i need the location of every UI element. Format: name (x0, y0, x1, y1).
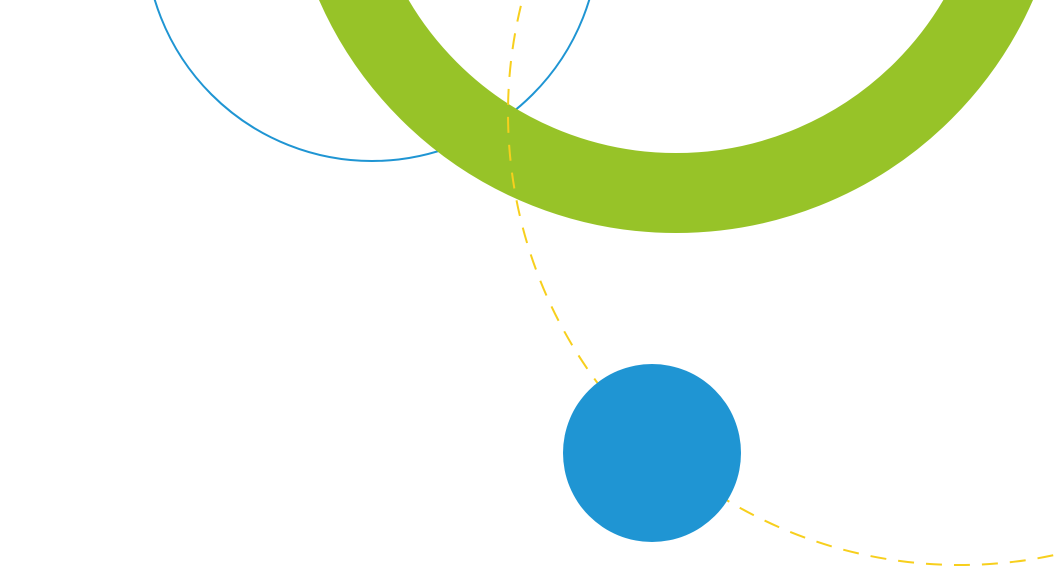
filled-blue-circle (563, 364, 741, 542)
dashed-arc (507, 0, 1060, 566)
green-ring (319, 0, 1033, 233)
outline-circle (153, 0, 591, 162)
